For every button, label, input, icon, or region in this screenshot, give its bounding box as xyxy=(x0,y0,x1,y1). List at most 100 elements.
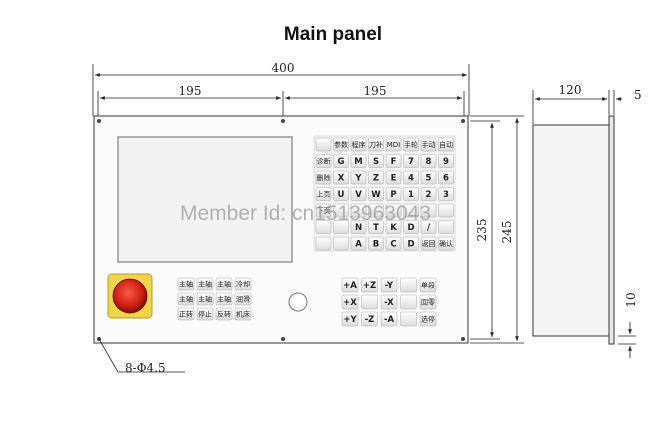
keypad-key-label: 7 xyxy=(408,157,414,167)
keypad-key[interactable]: T xyxy=(368,220,384,234)
control-key[interactable]: 主轴 xyxy=(196,292,214,306)
keypad-key[interactable]: A xyxy=(350,236,367,251)
control-key[interactable]: 润滑 xyxy=(234,292,252,306)
keypad-key[interactable] xyxy=(403,203,419,218)
keypad-key[interactable]: 9 xyxy=(438,154,454,168)
keypad-key[interactable]: U xyxy=(333,187,349,201)
axis-key-label: +X xyxy=(343,298,357,308)
keypad-key[interactable]: W xyxy=(368,187,384,201)
keypad-key[interactable]: B xyxy=(368,236,384,251)
handwheel-knob[interactable] xyxy=(288,292,308,312)
dim-bottom-gap: 10 xyxy=(624,292,638,307)
keypad-key[interactable]: S xyxy=(368,154,384,168)
keypad-key-label: / xyxy=(427,223,431,233)
control-key[interactable]: 主轴 xyxy=(177,292,195,306)
keypad-key[interactable] xyxy=(438,203,454,218)
axis-key[interactable]: +Y xyxy=(341,311,359,327)
axis-key[interactable]: +A xyxy=(341,277,359,293)
control-key[interactable]: 主轴 xyxy=(196,277,214,291)
keypad-key[interactable]: N xyxy=(350,220,367,234)
emergency-stop-button[interactable] xyxy=(107,273,153,319)
keypad-key[interactable]: 8 xyxy=(420,154,437,168)
keypad-key[interactable] xyxy=(315,220,332,234)
lcd-screen xyxy=(117,136,293,263)
keypad-key[interactable]: V xyxy=(350,187,367,201)
keypad-key[interactable] xyxy=(333,203,349,218)
keypad-key[interactable]: 诊断 xyxy=(315,154,332,168)
keypad-key[interactable] xyxy=(368,203,384,218)
keypad-key[interactable]: M xyxy=(350,154,367,168)
axis-key[interactable]: +Z xyxy=(361,277,378,293)
keypad-key[interactable] xyxy=(315,137,332,152)
keypad-key[interactable]: 返回 xyxy=(420,236,437,251)
keypad-key[interactable]: 手动 xyxy=(420,137,437,152)
keypad-key[interactable]: MDI xyxy=(385,137,402,152)
keypad-key[interactable]: 确认 xyxy=(438,236,454,251)
control-key[interactable]: 主轴 xyxy=(215,277,233,291)
keypad-key[interactable]: 7 xyxy=(403,154,419,168)
axis-key[interactable]: 回零 xyxy=(419,294,437,310)
keypad-key[interactable]: Z xyxy=(368,170,384,185)
keypad-key[interactable] xyxy=(333,236,349,251)
keypad-key-label: 8 xyxy=(426,157,432,167)
control-key[interactable]: 机床 xyxy=(234,307,252,321)
keypad-key[interactable] xyxy=(315,236,332,251)
control-key[interactable]: 正转 xyxy=(177,307,195,321)
keypad-key[interactable]: 2 xyxy=(420,187,437,201)
keypad-key[interactable] xyxy=(333,220,349,234)
keypad-key[interactable]: 1 xyxy=(403,187,419,201)
axis-key[interactable] xyxy=(400,311,417,327)
axis-key[interactable] xyxy=(361,294,378,310)
axis-key[interactable]: 单段 xyxy=(419,277,437,293)
axis-key[interactable]: -Y xyxy=(380,277,398,293)
keypad-key[interactable]: 删除 xyxy=(315,170,332,185)
keypad-key[interactable]: F xyxy=(385,154,402,168)
axis-key[interactable]: -A xyxy=(380,311,398,327)
control-key[interactable]: 主轴 xyxy=(215,292,233,306)
keypad-key[interactable]: 手轮 xyxy=(403,137,419,152)
keypad-key[interactable]: Y xyxy=(350,170,367,185)
keypad-key[interactable] xyxy=(420,203,437,218)
keypad-key[interactable]: 程序 xyxy=(350,137,367,152)
keypad-key[interactable]: 下页 xyxy=(315,203,332,218)
keypad-key[interactable]: P xyxy=(385,187,402,201)
keypad-key[interactable]: E xyxy=(385,170,402,185)
keypad-key[interactable]: 自动 xyxy=(438,137,454,152)
keypad-key[interactable]: / xyxy=(420,220,437,234)
keypad-key[interactable] xyxy=(438,220,454,234)
keypad-key[interactable]: D xyxy=(403,220,419,234)
axis-key[interactable]: +X xyxy=(341,294,359,310)
control-key[interactable]: 主轴 xyxy=(177,277,195,291)
right-dimensions xyxy=(470,115,524,344)
keypad-key[interactable] xyxy=(385,203,402,218)
keypad-key[interactable]: 6 xyxy=(438,170,454,185)
keypad-key[interactable]: 3 xyxy=(438,187,454,201)
keypad-key-label: 5 xyxy=(426,174,432,184)
axis-key[interactable] xyxy=(400,294,417,310)
keypad-key[interactable]: D xyxy=(403,236,419,251)
control-key-label: 主轴 xyxy=(217,280,231,289)
keypad-key[interactable]: 5 xyxy=(420,170,437,185)
keypad-key-label: 删除 xyxy=(317,173,331,182)
keypad-key-label: 6 xyxy=(443,174,449,184)
control-key[interactable]: 停止 xyxy=(196,307,214,321)
axis-key[interactable] xyxy=(400,277,417,293)
keypad-key[interactable]: C xyxy=(385,236,402,251)
keypad-key[interactable]: 刀补 xyxy=(368,137,384,152)
keypad-key[interactable]: 4 xyxy=(403,170,419,185)
axis-key[interactable]: -Z xyxy=(361,311,378,327)
axis-key[interactable]: -X xyxy=(380,294,398,310)
keypad-key[interactable]: 参数 xyxy=(333,137,349,152)
top-dimensions xyxy=(92,64,470,116)
keypad-key-label: N xyxy=(355,223,362,233)
keypad-key-label: 下页 xyxy=(317,207,331,215)
keypad-key-label: B xyxy=(373,240,379,250)
keypad-key[interactable]: 上页 xyxy=(315,187,332,201)
keypad-key[interactable]: K xyxy=(385,220,402,234)
control-key[interactable]: 冷却 xyxy=(234,277,252,291)
axis-key[interactable]: 选停 xyxy=(419,311,437,327)
control-key[interactable]: 反转 xyxy=(215,307,233,321)
keypad-key[interactable]: G xyxy=(333,154,349,168)
keypad-key[interactable] xyxy=(350,203,367,218)
keypad-key[interactable]: X xyxy=(333,170,349,185)
